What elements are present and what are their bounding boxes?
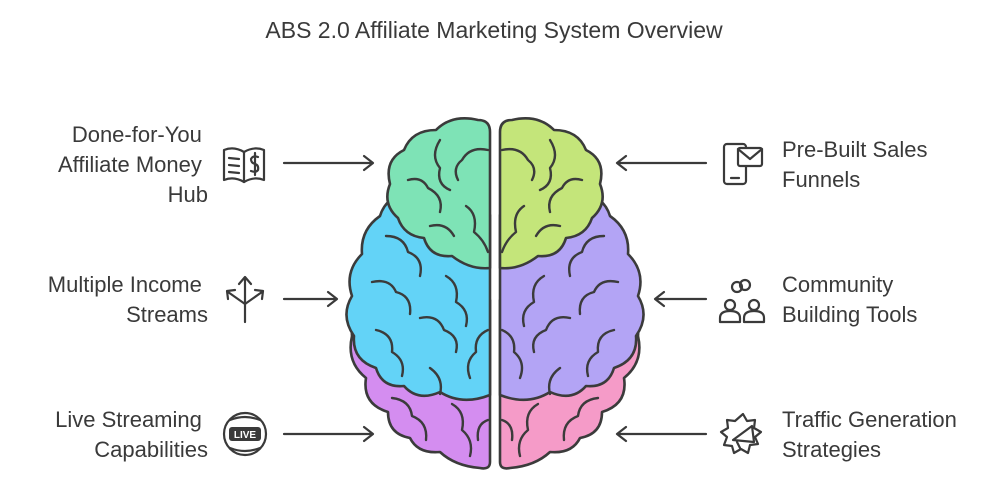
left-item-live-streaming: Live Streaming Capabilities LIVE [55,407,375,462]
phone-mail-icon [722,142,764,186]
right-item-traffic: Traffic Generation Strategies [615,407,963,462]
left-item-label: Live Streaming Capabilities [55,407,208,462]
brain [345,117,645,470]
arrow-to-brain [282,290,339,308]
left-item-label: Done-for-You Affiliate Money Hub [58,122,208,207]
left-item-label: Multiple Income Streams [48,272,208,327]
arrow-to-brain [282,425,375,443]
right-item-label: Pre-Built Sales Funnels [782,137,934,192]
brain-left-hemisphere [345,117,492,470]
right-item-sales-funnels: Pre-Built Sales Funnels [615,137,934,192]
arrow-to-brain [282,154,375,172]
arrow-to-brain [653,290,708,308]
arrow-to-brain [615,154,708,172]
live-badge-text: LIVE [234,430,257,441]
right-item-community: Community Building Tools [653,272,917,327]
left-item-money-hub: Done-for-You Affiliate Money Hub [58,122,375,207]
right-item-label: Community Building Tools [782,272,917,327]
community-icon [718,278,766,324]
brain-right-hemisphere [498,117,645,470]
live-globe-icon: LIVE [222,411,268,457]
right-item-label: Traffic Generation Strategies [782,407,963,462]
split-arrows-icon [225,275,265,324]
left-item-income-streams: Multiple Income Streams [48,272,339,327]
megaphone-icon [719,412,763,455]
arrow-to-brain [615,425,708,443]
money-book-icon [222,147,266,184]
diagram-title: ABS 2.0 Affiliate Marketing System Overv… [265,17,723,43]
